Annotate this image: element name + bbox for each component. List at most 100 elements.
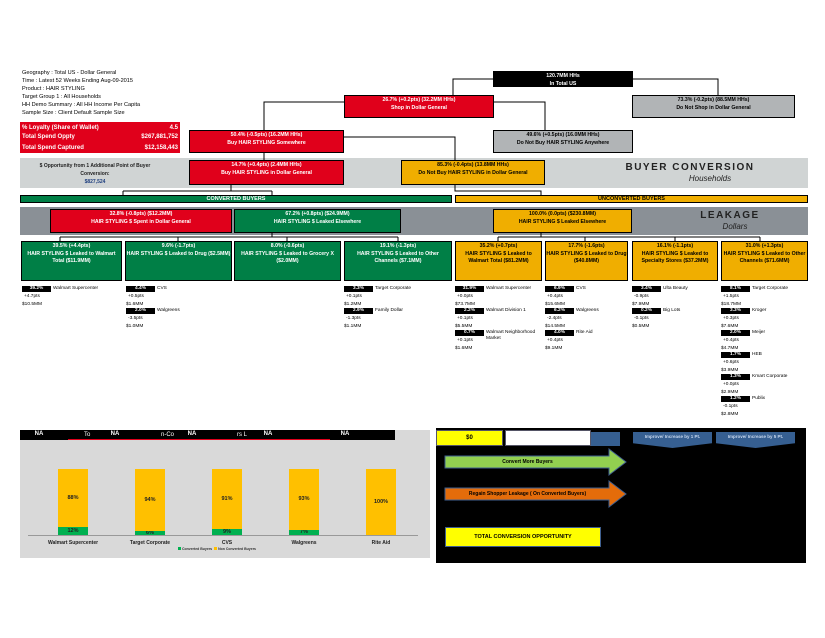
chart-header-na: NA [110, 431, 120, 437]
tree-node-u4[interactable]: 31.0% (+1.3pts)HAIR STYLING $ Leaked to … [721, 241, 808, 281]
store-value: $5.5MM [455, 324, 473, 329]
tree-node-noshop[interactable]: 73.3% (-0.2pts) (88.5MM HHs)Do Not Shop … [632, 95, 795, 118]
tree-node-u1[interactable]: 35.2% (+0.7pts)HAIR STYLING $ Leaked to … [455, 241, 542, 281]
store-value: $15.6MM [545, 302, 565, 307]
node-metric: 14.7% (+0.4pts) (2.4MM HHs) [231, 162, 302, 168]
bar-data-label: 94% [144, 496, 156, 503]
tree-node-nobuydg[interactable]: 85.3% (-0.4pts) (13.8MM HHs)Do Not Buy H… [401, 160, 545, 185]
filter-demo: HH Demo Summary : All HH Income Per Capi… [22, 102, 141, 109]
total-conversion-opportunity: TOTAL CONVERSION OPPORTUNITY [445, 527, 601, 547]
store-change: +0.4pts [547, 294, 563, 299]
node-metric: 8.0% (-0.6pts) [270, 243, 305, 249]
store-name: Family Dollar [375, 308, 403, 313]
filter-time: Time : Latest 52 Weeks Ending Aug-09-201… [22, 78, 134, 85]
node-metric: 31.0% (+1.3pts) [745, 243, 784, 249]
chart-header-underline [68, 439, 330, 440]
list-item: 1.2%Publix-0.1pts$2.8MM [721, 396, 809, 418]
tree-node-buysome[interactable]: 50.4% (-0.5pts) (16.2MM HHs)Buy HAIR STY… [189, 130, 344, 153]
store-name: Kmart Corporate [752, 374, 788, 379]
store-change: +0.5pts [128, 294, 144, 299]
store-value: $1.0MM [126, 324, 144, 329]
legend-swatch-nonconverted [214, 547, 218, 550]
store-change: +0.1pts [457, 338, 473, 343]
spend-opp-label: Total Spend Oppty [22, 134, 75, 140]
store-value: $7.6MM [721, 324, 739, 329]
node-description: HAIR STYLING $ Leaked to Grocery X ($2.0… [241, 250, 334, 265]
store-change: -1.3pts [346, 316, 361, 321]
leakage-title: LEAKAGE [700, 210, 760, 221]
store-name: HEB [752, 352, 762, 357]
store-value: $2.8MM [721, 412, 739, 417]
store-change: -0.1pts [723, 404, 738, 409]
tree-node-shop[interactable]: 26.7% (+0.2pts) (32.2MM HHs)Shop in Doll… [344, 95, 494, 118]
filter-geography: Geography : Total US - Dollar General [22, 70, 117, 76]
store-change: +0.0pts [457, 294, 473, 299]
store-change: +0.3pts [723, 316, 739, 321]
tree-node-c1[interactable]: 39.5% (+4.4pts)HAIR STYLING $ Leaked to … [21, 241, 122, 281]
list-item: 4.0%Rite Aid+0.4pts$9.1MM [545, 330, 633, 352]
bar-data-label: 91% [221, 495, 233, 502]
store-list: 39.2%Walmart Supercenter+4.7pts$10.5MM [22, 286, 110, 308]
improve-5pt-header: Improve/ Increase by 5 Pt. [716, 432, 795, 448]
list-item: 6.2%Walgreens-2.4pts$14.5MM [545, 308, 633, 330]
store-share-badge: 2.0% [126, 308, 155, 314]
store-share-badge: 1.2% [721, 396, 750, 402]
tree-node-c2[interactable]: 9.6% (-1.7pts)HAIR STYLING $ Leaked to D… [125, 241, 232, 281]
store-name: Ulta Beauty [663, 286, 688, 291]
regain-leakage-label: Regain Shopper Leakage ( On Converted Bu… [468, 491, 587, 497]
store-value: $2.9MM [721, 390, 739, 395]
tree-node-u2[interactable]: 17.7% (-1.6pts)HAIR STYLING $ Leaked to … [545, 241, 628, 281]
store-share-badge: 2.9% [344, 308, 373, 314]
legend-converted: Converted Buyers [181, 547, 213, 551]
converted-buyers-bar: CONVERTED BUYERS [20, 195, 452, 203]
store-share-badge: 3.3% [344, 286, 373, 292]
store-name: Walmart Division 1 [486, 308, 526, 313]
node-description: Do Not Shop in Dollar General [676, 104, 751, 111]
list-item: 0.2%Big Lots-0.1pts$0.5MM [632, 308, 720, 330]
chart-header-fragment: rs L [237, 432, 248, 438]
tree-node-buydg[interactable]: 14.7% (+0.4pts) (2.4MM HHs)Buy HAIR STYL… [189, 160, 344, 185]
store-name: Walgreens [576, 308, 599, 313]
store-change: +0.4pts [547, 338, 563, 343]
chart-header-na: NA [263, 431, 273, 437]
input-box[interactable] [505, 430, 591, 446]
node-metric: 9.6% (-1.7pts) [161, 243, 196, 249]
x-tick-label: CVS [221, 540, 233, 546]
node-description: HAIR STYLING $ Leaked to Walmart Total (… [465, 250, 532, 265]
store-name: CVS [157, 286, 167, 291]
captured-value: $12,158,443 [144, 145, 178, 151]
store-name: Rite Aid [576, 330, 593, 335]
x-tick-label: Rite Aid [371, 540, 391, 546]
store-name: Meijer [752, 330, 766, 335]
list-item: 1.7%HEB+0.6pts$3.9MM [721, 352, 809, 374]
regain-arrow-icon [444, 479, 627, 509]
node-description: Do Not Buy HAIR STYLING in Dollar Genera… [418, 169, 528, 176]
store-value: $14.5MM [545, 324, 565, 329]
node-metric: 73.3% (-0.2pts) (88.5MM HHs) [677, 97, 750, 103]
chart-x-axis [28, 535, 418, 536]
store-share-badge: 3.4% [632, 286, 661, 292]
node-description: HAIR STYLING $ Leaked to Walmart Total (… [27, 250, 116, 265]
store-share-badge: 0.2% [632, 308, 661, 314]
store-name: Walmart Neighborhood Market [486, 330, 536, 341]
buyer-conversion-title: BUYER CONVERSION [625, 162, 755, 173]
tree-node-nobuyany[interactable]: 49.6% (+0.5pts) (16.0MM HHs)Do Not Buy H… [493, 130, 633, 153]
filter-sample-size: Sample Size : Client Default Sample Size [22, 110, 125, 117]
store-value: $18.7MM [721, 302, 741, 307]
tree-node-c3[interactable]: 8.0% (-0.6pts)HAIR STYLING $ Leaked to G… [234, 241, 341, 281]
tree-node-leakunconv[interactable]: 100.0% (0.0pts) ($230.8MM)HAIR STYLING $… [493, 209, 632, 233]
tree-node-spentdg[interactable]: 32.8% (-0.8pts) ($12.2MM)HAIR STYLING $ … [50, 209, 232, 233]
list-item: 3.3%Kroger+0.3pts$7.6MM [721, 308, 809, 330]
store-value: $7.9MM [632, 302, 650, 307]
tree-node-u3[interactable]: 16.1% (-1.1pts)HAIR STYLING $ Leaked to … [632, 241, 718, 281]
tree-node-c4[interactable]: 19.1% (-1.3pts)HAIR STYLING $ Leaked to … [344, 241, 452, 281]
chart-legend: Converted Buyers Non Converted Buyers [178, 547, 256, 551]
captured-label: Total Spend Captured [22, 145, 84, 151]
chart-header-na: NA [187, 431, 197, 437]
tree-node-leakconv[interactable]: 67.2% (+0.8pts) ($24.9MM)HAIR STYLING $ … [234, 209, 401, 233]
convert-arrow-icon [444, 448, 627, 477]
